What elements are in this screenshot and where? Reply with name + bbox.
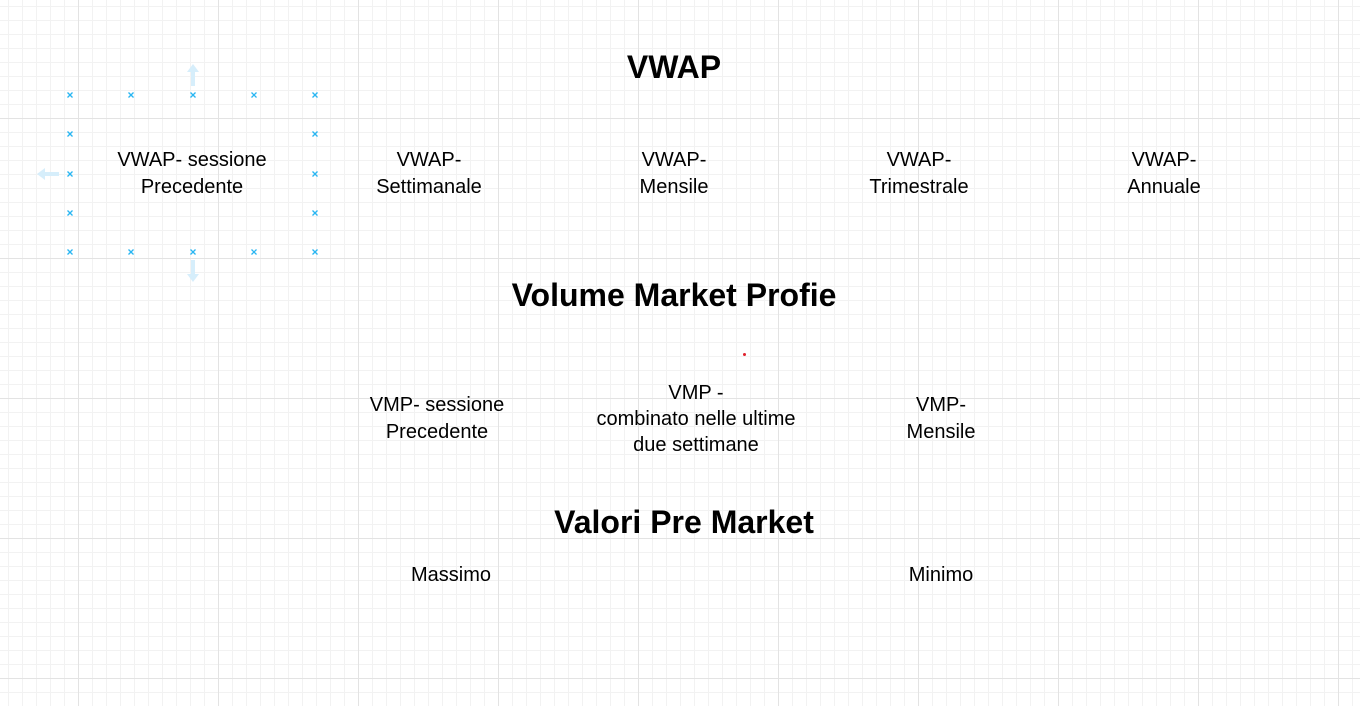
- node-line: VWAP-: [641, 149, 707, 171]
- node-line: Precedente: [140, 176, 244, 198]
- vmp-mensile-node[interactable]: VMP- Mensile: [907, 392, 976, 446]
- node-line: Precedente: [385, 421, 489, 443]
- vwap-mensile-node[interactable]: VWAP- Mensile: [640, 147, 709, 201]
- node-line: due settimane: [633, 434, 759, 456]
- vwap-settimanale-node[interactable]: VWAP- Settimanale: [376, 147, 482, 201]
- premarket-minimo-node[interactable]: Minimo: [909, 562, 973, 589]
- x-handle-icon[interactable]: [67, 249, 73, 255]
- x-handle-icon[interactable]: [67, 210, 73, 216]
- node-line: VWAP-: [396, 149, 462, 171]
- x-handle-icon[interactable]: [251, 92, 257, 98]
- x-handle-icon[interactable]: [251, 249, 257, 255]
- premarket-heading[interactable]: Valori Pre Market: [554, 504, 814, 540]
- node-line: Settimanale: [376, 176, 482, 198]
- x-handle-icon[interactable]: [190, 249, 196, 255]
- premarket-massimo-node[interactable]: Massimo: [411, 562, 491, 589]
- vwap-annuale-node[interactable]: VWAP- Annuale: [1127, 147, 1200, 201]
- node-line: Trimestrale: [869, 176, 969, 198]
- node-line: VMP-: [915, 394, 966, 416]
- x-handle-icon[interactable]: [312, 249, 318, 255]
- vwap-sessione-precedente-node[interactable]: VWAP- sessione Precedente: [117, 147, 266, 201]
- x-handle-icon[interactable]: [312, 92, 318, 98]
- x-handle-icon[interactable]: [312, 210, 318, 216]
- x-handle-icon[interactable]: [312, 131, 318, 137]
- arrow-down-icon[interactable]: [187, 260, 199, 282]
- x-handle-icon[interactable]: [190, 92, 196, 98]
- node-line: VMP -: [668, 382, 724, 404]
- node-line: Minimo: [908, 564, 974, 586]
- x-handle-icon[interactable]: [128, 92, 134, 98]
- x-handle-icon[interactable]: [128, 249, 134, 255]
- cursor-dot: [743, 353, 746, 356]
- vwap-trimestrale-node[interactable]: VWAP- Trimestrale: [869, 147, 968, 201]
- x-handle-icon[interactable]: [312, 171, 318, 177]
- node-line: VMP- sessione: [369, 394, 505, 416]
- vmp-combinato-node[interactable]: VMP - combinato nelle ultime due settima…: [597, 380, 796, 458]
- node-line: combinato nelle ultime: [596, 408, 796, 430]
- node-line: VWAP- sessione: [117, 149, 267, 171]
- node-line: Annuale: [1127, 176, 1201, 198]
- x-handle-icon[interactable]: [67, 171, 73, 177]
- vmp-sessione-precedente-node[interactable]: VMP- sessione Precedente: [370, 392, 505, 446]
- node-line: Mensile: [639, 176, 709, 198]
- node-line: Mensile: [906, 421, 976, 443]
- node-line: Massimo: [410, 564, 492, 586]
- arrow-left-icon[interactable]: [37, 168, 59, 180]
- vwap-heading[interactable]: VWAP: [626, 49, 722, 85]
- x-handle-icon[interactable]: [67, 131, 73, 137]
- vmp-heading[interactable]: Volume Market Profie: [511, 277, 837, 313]
- arrow-up-icon[interactable]: [187, 64, 199, 86]
- node-line: VWAP-: [1131, 149, 1197, 171]
- node-line: VWAP-: [886, 149, 952, 171]
- x-handle-icon[interactable]: [67, 92, 73, 98]
